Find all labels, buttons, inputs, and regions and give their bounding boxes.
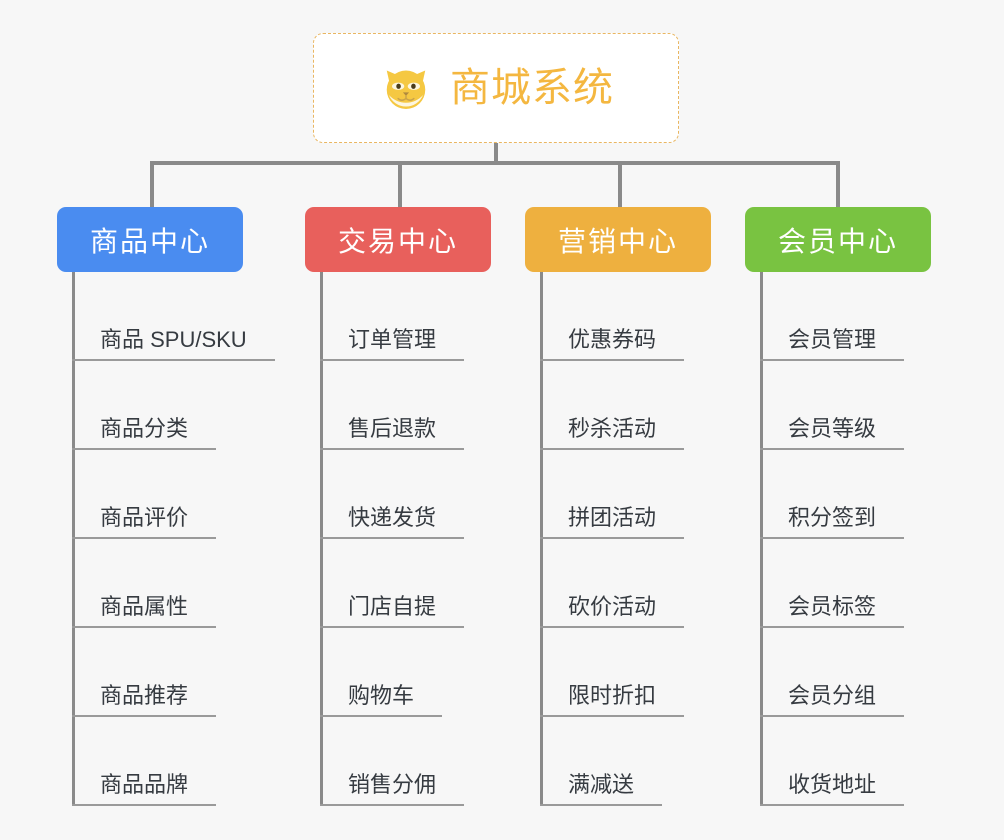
leaf-label: 商品分类	[97, 412, 217, 450]
leaf-label: 会员等级	[785, 412, 905, 450]
category-label: 会员中心	[777, 225, 898, 257]
leaf-label: 会员标签	[785, 590, 905, 628]
connector-drop-1	[150, 161, 154, 207]
root-node[interactable]: 商城系统	[313, 33, 679, 143]
leaf-label: 秒杀活动	[565, 412, 685, 450]
list-item[interactable]: 购物车	[320, 628, 491, 717]
leaf-trunk	[320, 272, 323, 806]
branch-column-marketing: 营销中心 优惠券码 秒杀活动 拼团活动 砍价活动 限时折扣 满减送	[525, 207, 711, 806]
connector-drop-2	[398, 161, 402, 207]
branch-column-member: 会员中心 会员管理 会员等级 积分签到 会员标签 会员分组 收货地址	[745, 207, 931, 806]
shiba-face-icon	[378, 60, 434, 116]
category-header-trade[interactable]: 交易中心	[305, 207, 491, 272]
list-item[interactable]: 会员分组	[760, 628, 931, 717]
leaf-label: 门店自提	[345, 590, 465, 628]
list-item[interactable]: 秒杀活动	[540, 361, 711, 450]
leaf-trunk	[540, 272, 543, 806]
leaf-list-product: 商品 SPU/SKU 商品分类 商品评价 商品属性 商品推荐 商品品牌	[72, 272, 275, 806]
list-item[interactable]: 商品 SPU/SKU	[72, 272, 275, 361]
list-item[interactable]: 订单管理	[320, 272, 491, 361]
leaf-label: 订单管理	[345, 323, 465, 361]
list-item[interactable]: 商品评价	[72, 450, 275, 539]
leaf-label: 积分签到	[785, 501, 905, 539]
leaf-label: 商品推荐	[97, 679, 217, 717]
connector-bus	[150, 161, 837, 165]
connector-stem	[494, 143, 498, 164]
list-item[interactable]: 商品属性	[72, 539, 275, 628]
list-item[interactable]: 积分签到	[760, 450, 931, 539]
connector-drop-4	[836, 161, 840, 207]
leaf-label: 商品评价	[97, 501, 217, 539]
list-item[interactable]: 会员等级	[760, 361, 931, 450]
leaf-label: 收货地址	[785, 768, 905, 806]
leaf-label: 商品 SPU/SKU	[97, 323, 275, 361]
leaf-label: 购物车	[345, 679, 443, 717]
list-item[interactable]: 商品品牌	[72, 717, 275, 806]
connector-drop-3	[618, 161, 622, 207]
list-item[interactable]: 会员管理	[760, 272, 931, 361]
leaf-label: 售后退款	[345, 412, 465, 450]
leaf-label: 拼团活动	[565, 501, 685, 539]
category-header-member[interactable]: 会员中心	[745, 207, 931, 272]
list-item[interactable]: 商品推荐	[72, 628, 275, 717]
category-label: 交易中心	[337, 225, 458, 257]
list-item[interactable]: 拼团活动	[540, 450, 711, 539]
leaf-trunk	[760, 272, 763, 806]
leaf-label: 商品品牌	[97, 768, 217, 806]
leaf-label: 会员管理	[785, 323, 905, 361]
leaf-list-member: 会员管理 会员等级 积分签到 会员标签 会员分组 收货地址	[760, 272, 931, 806]
category-header-marketing[interactable]: 营销中心	[525, 207, 711, 272]
list-item[interactable]: 销售分佣	[320, 717, 491, 806]
list-item[interactable]: 售后退款	[320, 361, 491, 450]
category-header-product[interactable]: 商品中心	[57, 207, 243, 272]
list-item[interactable]: 快递发货	[320, 450, 491, 539]
leaf-label: 销售分佣	[345, 768, 465, 806]
leaf-label: 商品属性	[97, 590, 217, 628]
list-item[interactable]: 满减送	[540, 717, 711, 806]
list-item[interactable]: 收货地址	[760, 717, 931, 806]
leaf-label: 砍价活动	[565, 590, 685, 628]
branch-column-trade: 交易中心 订单管理 售后退款 快递发货 门店自提 购物车 销售分佣	[305, 207, 491, 806]
list-item[interactable]: 限时折扣	[540, 628, 711, 717]
leaf-label: 会员分组	[785, 679, 905, 717]
list-item[interactable]: 优惠券码	[540, 272, 711, 361]
leaf-label: 限时折扣	[565, 679, 685, 717]
leaf-label: 快递发货	[345, 501, 465, 539]
leaf-trunk	[72, 272, 75, 806]
root-title: 商城系统	[450, 66, 614, 110]
list-item[interactable]: 商品分类	[72, 361, 275, 450]
list-item[interactable]: 门店自提	[320, 539, 491, 628]
category-label: 营销中心	[557, 225, 678, 257]
category-label: 商品中心	[89, 225, 210, 257]
list-item[interactable]: 会员标签	[760, 539, 931, 628]
branch-column-product: 商品中心 商品 SPU/SKU 商品分类 商品评价 商品属性 商品推荐 商品品牌	[57, 207, 275, 806]
leaf-label: 优惠券码	[565, 323, 685, 361]
leaf-list-trade: 订单管理 售后退款 快递发货 门店自提 购物车 销售分佣	[320, 272, 491, 806]
leaf-label: 满减送	[565, 768, 663, 806]
leaf-list-marketing: 优惠券码 秒杀活动 拼团活动 砍价活动 限时折扣 满减送	[540, 272, 711, 806]
list-item[interactable]: 砍价活动	[540, 539, 711, 628]
